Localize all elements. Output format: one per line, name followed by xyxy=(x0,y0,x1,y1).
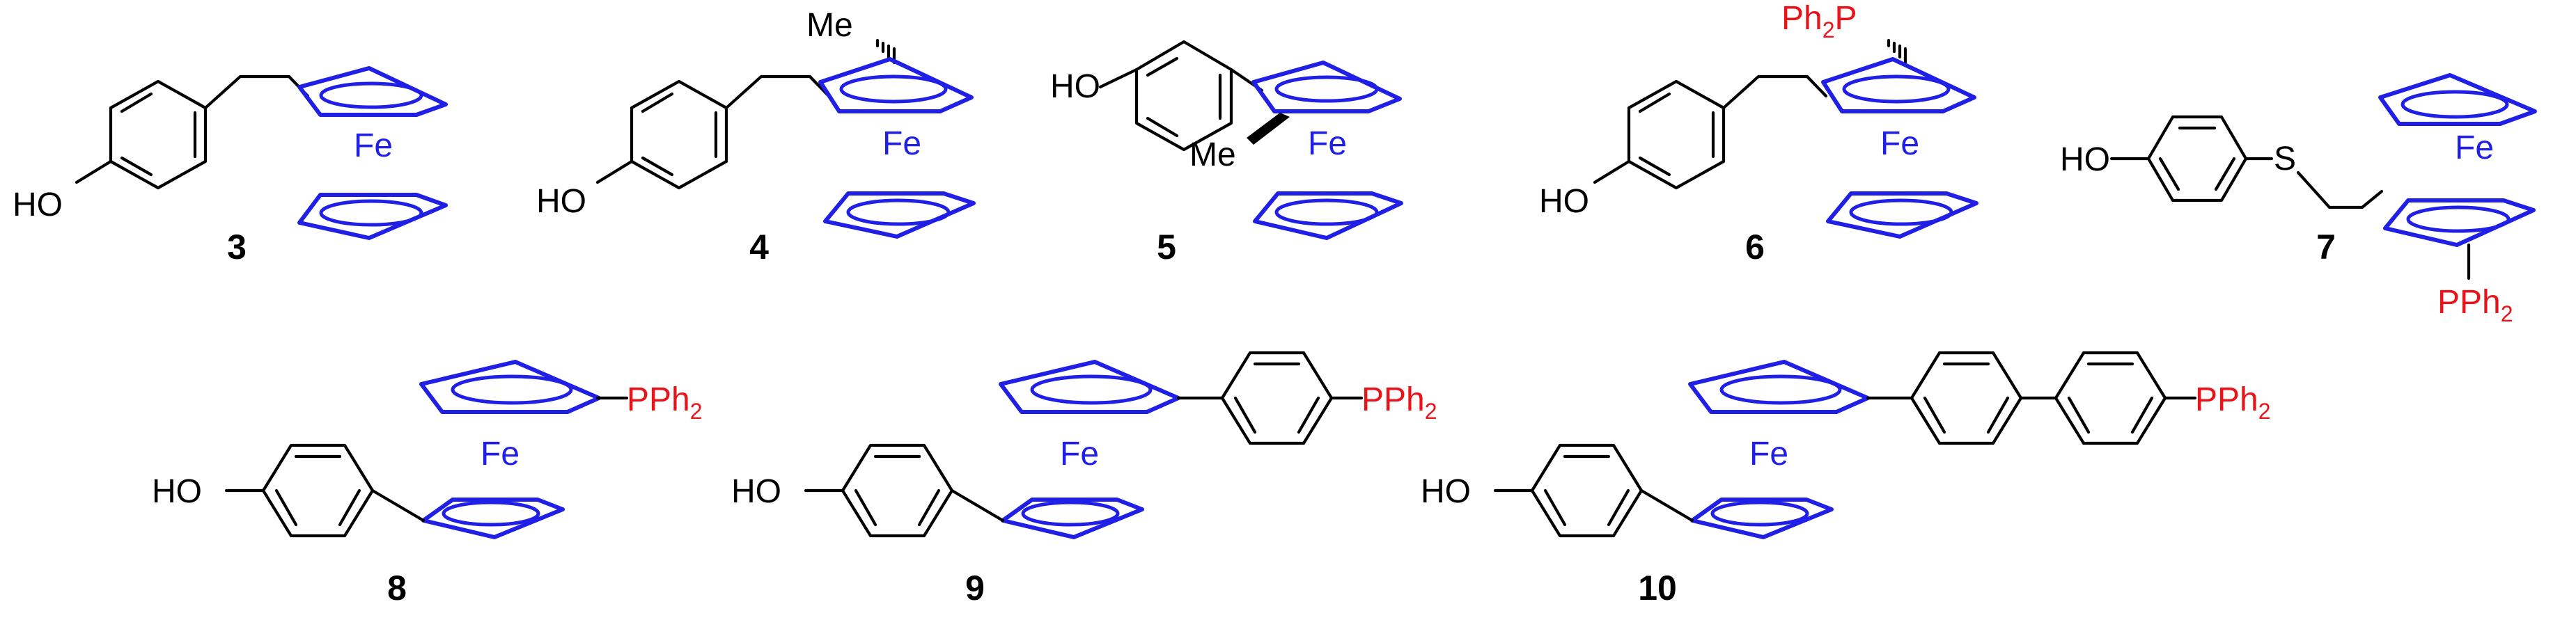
compound-8: PPh2 Fe HO 8 xyxy=(152,360,703,607)
c-o-bond xyxy=(1593,159,1631,184)
phenylene-ring xyxy=(1220,351,1334,445)
hydroxy-label: HO xyxy=(152,473,202,510)
cp-ring-top xyxy=(2378,73,2537,126)
phenol-ring xyxy=(109,79,208,190)
iron-label: Fe xyxy=(1060,436,1099,472)
c-o-bond xyxy=(1098,67,1139,89)
cp-ring-top xyxy=(999,360,1180,414)
aryl-cp-bond xyxy=(1639,488,1694,523)
compound-number: 10 xyxy=(1638,569,1677,607)
hydroxy-label: HO xyxy=(2060,141,2110,178)
iron-label: Fe xyxy=(1880,125,1919,162)
cp-ring-lower xyxy=(1826,191,1978,239)
iron-label: Fe xyxy=(882,125,921,162)
iron-label: Fe xyxy=(1749,436,1788,472)
cp-ring-lower xyxy=(1253,191,1403,240)
compound-3: HO Fe 3 xyxy=(13,66,448,267)
thiomethyl-linker xyxy=(2296,170,2384,209)
cp-ring-lower xyxy=(823,191,976,239)
compound-10: PPh2 Fe HO 10 xyxy=(1421,351,2271,607)
phenol-ring xyxy=(1134,40,1233,152)
cp-ring-top xyxy=(419,360,601,414)
cp-ring-bottom xyxy=(2383,198,2536,247)
compound-5: HO Me Fe 5 xyxy=(1050,40,1403,267)
compound-7: HO S Fe PPh2 7 xyxy=(2060,73,2537,326)
pph2-label: PPh2 xyxy=(1361,381,1437,424)
compound-number: 5 xyxy=(1157,228,1176,267)
methyl-label: Me xyxy=(806,7,853,44)
hydroxy-label: HO xyxy=(536,183,586,220)
methylene-linker xyxy=(203,74,310,110)
cp-ring-bottom xyxy=(1690,498,1834,539)
cp-ring-upper xyxy=(818,57,974,113)
compound-9: PPh2 Fe HO 9 xyxy=(731,351,1437,607)
hydroxy-label: HO xyxy=(13,186,63,223)
pph2-label: PPh2 xyxy=(2437,284,2513,326)
methylene-linker xyxy=(1722,74,1828,110)
ph2p-label: Ph2P xyxy=(1781,0,1857,42)
iron-label: Fe xyxy=(481,436,520,472)
phenol-ring xyxy=(261,443,375,538)
hydroxy-label: HO xyxy=(1050,68,1100,105)
compound-number: 3 xyxy=(227,228,247,267)
phenol-ring xyxy=(1530,443,1644,538)
phosphine-hashed-bond xyxy=(1887,38,1907,65)
cp-ring-upper xyxy=(297,66,448,117)
cp-ring-lower xyxy=(297,193,448,240)
phenol-ring xyxy=(841,443,954,538)
phenol-ring xyxy=(630,79,728,190)
methyl-label: Me xyxy=(1189,136,1236,173)
compound-number: 9 xyxy=(965,569,985,607)
compound-number: 7 xyxy=(2316,228,2336,267)
pph2-label: PPh2 xyxy=(627,381,703,424)
hydroxy-label: HO xyxy=(1421,473,1471,510)
compound-number: 4 xyxy=(749,228,769,267)
cp-ring-upper xyxy=(1821,57,1976,113)
phenol-ring xyxy=(2146,115,2248,202)
compound-4: HO Me Fe 4 xyxy=(536,7,976,267)
cp-ring-upper xyxy=(1251,61,1402,113)
cp-ring-bottom xyxy=(1001,498,1144,539)
iron-label: Fe xyxy=(354,127,393,164)
compound-6: HO Ph2P Fe 6 xyxy=(1539,0,1978,267)
cp-ring-bottom xyxy=(421,498,565,539)
hydroxy-label: HO xyxy=(1539,183,1589,220)
phenylene-ring-2 xyxy=(2054,351,2167,445)
c-o-bond xyxy=(595,159,634,184)
iron-label: Fe xyxy=(2455,129,2494,166)
aryl-cp-bond xyxy=(950,488,1005,523)
iron-label: Fe xyxy=(1308,125,1347,162)
sulfur-label: S xyxy=(2274,141,2296,177)
aryl-cp-bond xyxy=(370,488,426,523)
phenylene-ring-1 xyxy=(1910,351,2023,445)
c-o-bond xyxy=(75,159,113,184)
phenol-ring xyxy=(1627,79,1726,190)
cp-ring-top xyxy=(1688,360,1870,414)
methylene-linker xyxy=(724,74,831,110)
pph2-label: PPh2 xyxy=(2195,381,2271,424)
hydroxy-label: HO xyxy=(731,473,781,510)
compound-number: 6 xyxy=(1745,228,1765,267)
compound-number: 8 xyxy=(387,569,407,607)
methyl-wedge-bond xyxy=(1247,113,1290,145)
